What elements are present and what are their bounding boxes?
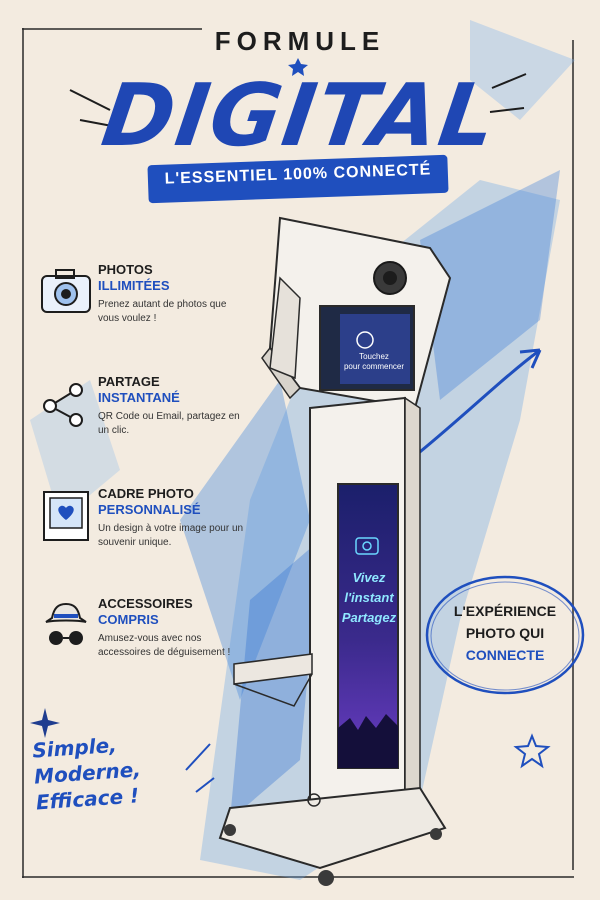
feature-desc: Un design à votre image pour un souvenir… [98, 523, 244, 548]
header-title: DIGITAL [96, 66, 504, 166]
banner-line-1: Vivez [352, 570, 386, 585]
frame-line-right [572, 40, 574, 870]
feature-title: PHOTOS [98, 262, 153, 277]
feature-subtitle: COMPRIS [98, 612, 159, 627]
feature-desc: Amusez-vous avec nos accessoires de dégu… [98, 633, 231, 658]
shutter-icon [356, 331, 374, 349]
circle-line-1: L'EXPÉRIENCE [453, 603, 557, 619]
share-icon [43, 383, 83, 427]
frame-line-top [22, 28, 202, 30]
feature-subtitle: ILLIMITÉES [98, 278, 170, 293]
booth-base [218, 786, 447, 870]
header-kicker: FORMULE [214, 26, 386, 56]
banner-line-2: l'instant [344, 590, 394, 605]
frame-line-bottom [22, 876, 574, 878]
feature-desc: QR Code ou Email, partagez en un clic. [98, 411, 240, 436]
circle-line-3: CONNECTE [465, 647, 545, 663]
banner-text: Vivez l'instant Partagez [338, 568, 400, 628]
circle-line-2: PHOTO QUI [465, 625, 545, 641]
screen-touch-text[interactable]: Touchez pour commencer [343, 352, 405, 371]
experience-text: L'EXPÉRIENCE PHOTO QUI CONNECTE [430, 600, 580, 666]
feature-title: CADRE PHOTO [98, 486, 194, 501]
slogan: Simple, Moderne, Efficace ! [31, 727, 196, 816]
feature-desc: Prenez autant de photos que vous voulez … [98, 299, 227, 324]
touch-screen-display [340, 314, 410, 384]
banner-line-3: Partagez [341, 610, 397, 625]
camera-icon [41, 269, 91, 313]
banner-camera-icon [355, 537, 379, 555]
feature-title: PARTAGE [98, 374, 160, 389]
photobooth-kiosk [218, 216, 452, 886]
feature-title: ACCESSOIRES [98, 596, 193, 611]
frame-heart-icon [43, 491, 89, 541]
frame-line-left [22, 28, 24, 878]
feature-subtitle: PERSONNALISÉ [98, 502, 201, 517]
feature-subtitle: INSTANTANÉ [98, 390, 180, 405]
hat-glasses-icon [45, 602, 87, 645]
experience-circle [425, 575, 585, 695]
